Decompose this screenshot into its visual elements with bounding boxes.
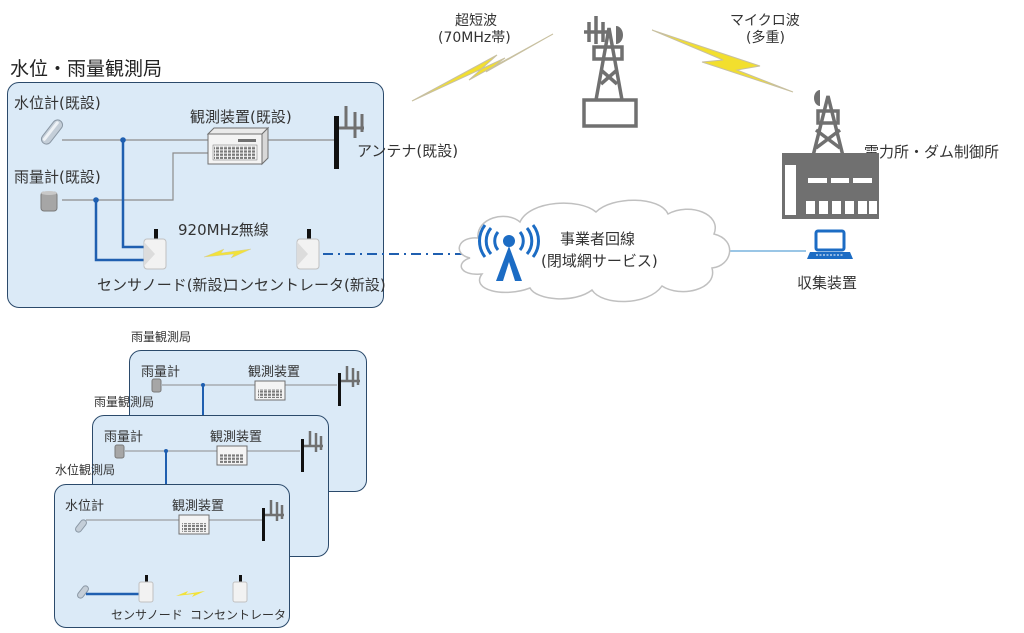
collector-label: 収集装置 [797, 274, 858, 292]
relay-dish-icon [616, 26, 623, 44]
stacked-gauge-label: 雨量計 [104, 430, 144, 445]
stacked-device-label: 観測装置 [210, 430, 263, 445]
observation-device-icon [216, 445, 248, 466]
microwave-mux-label: (多重) [746, 30, 785, 46]
stacked-device-label: 観測装置 [172, 499, 225, 514]
observation-device-icon [254, 380, 286, 401]
antenna-icon [262, 500, 284, 541]
new-wiring [94, 140, 146, 262]
concentrator-icon [232, 575, 248, 603]
water-gauge-label: 水位計(既設) [14, 94, 101, 112]
stacked-concentrator-label: コンセントレータ [190, 608, 287, 622]
water-gauge-icon [77, 585, 89, 599]
stacked-gauge-label: 雨量計 [141, 365, 181, 380]
vhf-label: 超短波 [455, 13, 497, 29]
junction-dot [93, 197, 99, 203]
rain-gauge-label: 雨量計(既設) [14, 168, 101, 186]
antenna-label: アンテナ(既設) [357, 142, 459, 160]
observation-device-icon [206, 126, 270, 166]
control-station-label: 電力所・ダム制御所 [864, 143, 1000, 161]
stacked-station-title: 水位観測局 [55, 463, 116, 477]
collector-laptop-icon [807, 229, 853, 259]
sensor-node-icon [138, 575, 154, 603]
antenna-icon [301, 431, 323, 472]
stacked-gauge-label: 水位計 [65, 499, 105, 514]
vhf-band-label: (70MHz帯) [438, 30, 511, 46]
relay-tower-icon [582, 16, 638, 128]
control-building-icon [782, 90, 879, 219]
stacked-middle-contents [114, 431, 323, 484]
sensor-node-label: センサノード(新設) [97, 276, 229, 294]
antenna-icon [338, 366, 360, 406]
existing-wiring [62, 139, 337, 201]
concentrator-icon [296, 229, 320, 270]
stacked-station-title: 雨量観測局 [94, 395, 155, 409]
stacked-station-box-front [54, 484, 290, 628]
rain-gauge-icon [40, 191, 58, 212]
stacked-sensor-node-label: センサノード [111, 608, 183, 622]
wireless-label: 920MHz無線 [178, 221, 269, 239]
sensor-node-icon [143, 229, 167, 270]
network-label: 事業者回線 [560, 230, 636, 248]
water-gauge-icon [40, 119, 64, 145]
microwave-label: マイクロ波 [730, 13, 800, 29]
observation-device-label: 観測装置(既設) [190, 108, 292, 126]
microwave-bolt-icon [651, 29, 794, 93]
antenna-icon [334, 106, 364, 169]
wireless-bolt-icon [176, 591, 205, 597]
rain-gauge-icon [114, 444, 125, 459]
main-station-box [7, 82, 384, 308]
concentrator-label: コンセントレータ(新設) [224, 276, 386, 294]
observation-device-icon [178, 514, 210, 535]
main-station-title: 水位・雨量観測局 [10, 58, 163, 80]
network-service-label: (閉域網サービス) [541, 252, 658, 270]
junction-dot [120, 137, 126, 143]
mobile-base-station-icon [478, 224, 540, 281]
network-cloud-icon [458, 199, 731, 303]
vhf-bolt-icon [411, 33, 554, 102]
wireless-bolt-icon [203, 248, 252, 259]
stacked-station-title: 雨量観測局 [131, 330, 192, 344]
stacked-device-label: 観測装置 [248, 365, 301, 380]
water-gauge-icon [75, 519, 87, 533]
rain-gauge-icon [151, 378, 162, 393]
stacked-front-contents [75, 500, 284, 603]
stacked-back-contents [151, 366, 360, 415]
